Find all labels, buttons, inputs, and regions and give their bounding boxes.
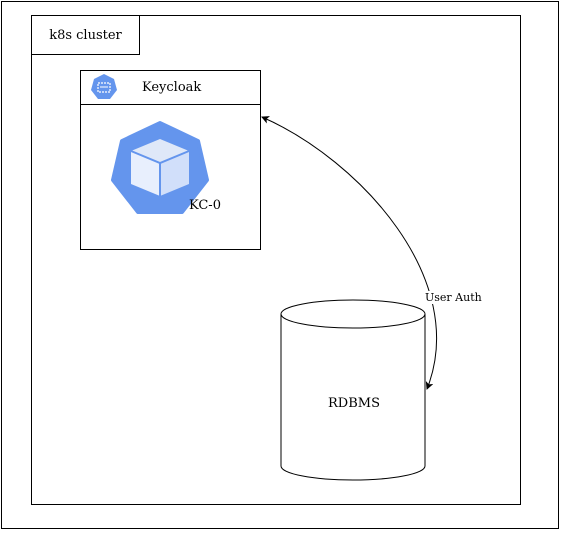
connector-label: User Auth (424, 291, 483, 304)
k8s-cluster-container (31, 15, 521, 505)
diagram-frame (1, 1, 559, 529)
rdbms-label: RDBMS (328, 396, 380, 411)
keycloak-small-icon (91, 74, 117, 99)
keycloak-header-divider (80, 104, 261, 105)
k8s-cluster-label: k8s cluster (31, 15, 140, 55)
pod-icon (111, 121, 209, 214)
keycloak-title: Keycloak (142, 80, 202, 95)
user-auth-connector (261, 116, 438, 390)
pod-label: KC-0 (189, 198, 221, 213)
rdbms-cylinder (280, 299, 426, 481)
keycloak-container (80, 70, 261, 250)
